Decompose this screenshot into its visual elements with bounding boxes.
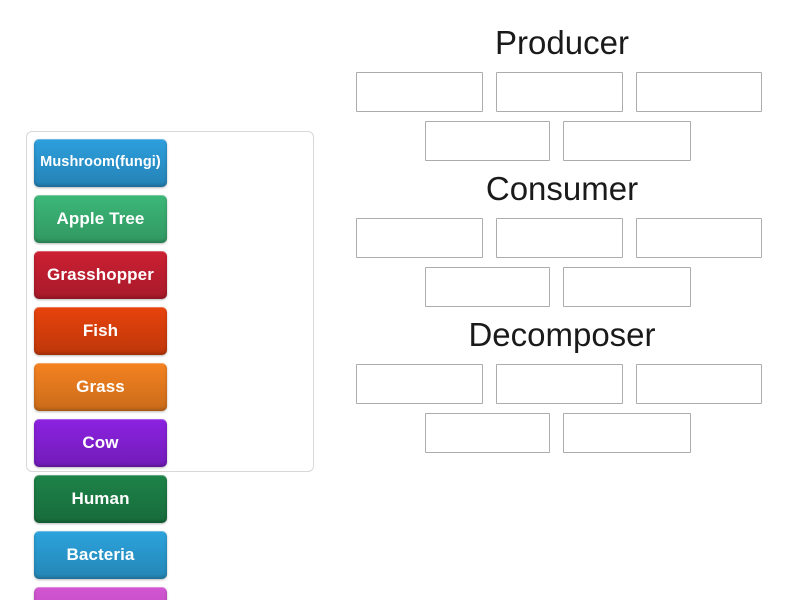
category-title: Producer [495, 24, 629, 61]
drop-slot[interactable] [425, 412, 550, 453]
drop-slot[interactable] [496, 363, 623, 404]
drop-slot[interactable] [563, 412, 691, 453]
drop-slot[interactable] [496, 217, 623, 258]
category-title: Consumer [485, 169, 639, 207]
drop-slot[interactable] [636, 217, 762, 258]
draggable-tile[interactable]: Grass [34, 363, 167, 411]
category-producer: Producer [342, 24, 782, 161]
drop-slot[interactable] [636, 71, 762, 112]
draggable-tile[interactable]: Human [34, 475, 167, 523]
drop-row [342, 217, 782, 258]
draggable-tile[interactable]: Mushroom(fungi) [34, 139, 167, 187]
drop-row [342, 363, 782, 404]
drop-slot[interactable] [356, 363, 483, 404]
draggable-tile[interactable]: Cow [34, 419, 167, 467]
draggable-tile[interactable]: Apple Tree [34, 195, 167, 243]
draggable-tile[interactable]: Fish [34, 307, 167, 355]
drop-row [342, 120, 782, 161]
draggable-tile[interactable]: Flower [34, 587, 167, 600]
drop-row [342, 412, 782, 453]
drop-slot[interactable] [356, 217, 483, 258]
drop-slot[interactable] [356, 71, 483, 112]
draggable-tile[interactable]: Bacteria [34, 531, 167, 579]
category-consumer: Consumer [342, 170, 782, 307]
category-decomposer: Decomposer [342, 316, 782, 453]
drop-slot[interactable] [425, 120, 550, 161]
drop-slot[interactable] [563, 266, 691, 307]
draggable-tile[interactable]: Grasshopper [34, 251, 167, 299]
drop-slot[interactable] [496, 71, 623, 112]
drop-row [342, 71, 782, 112]
category-title: Decomposer [468, 315, 656, 353]
drop-slot[interactable] [636, 363, 762, 404]
drop-row [342, 266, 782, 307]
drop-slot[interactable] [425, 266, 550, 307]
drop-slot[interactable] [563, 120, 691, 161]
